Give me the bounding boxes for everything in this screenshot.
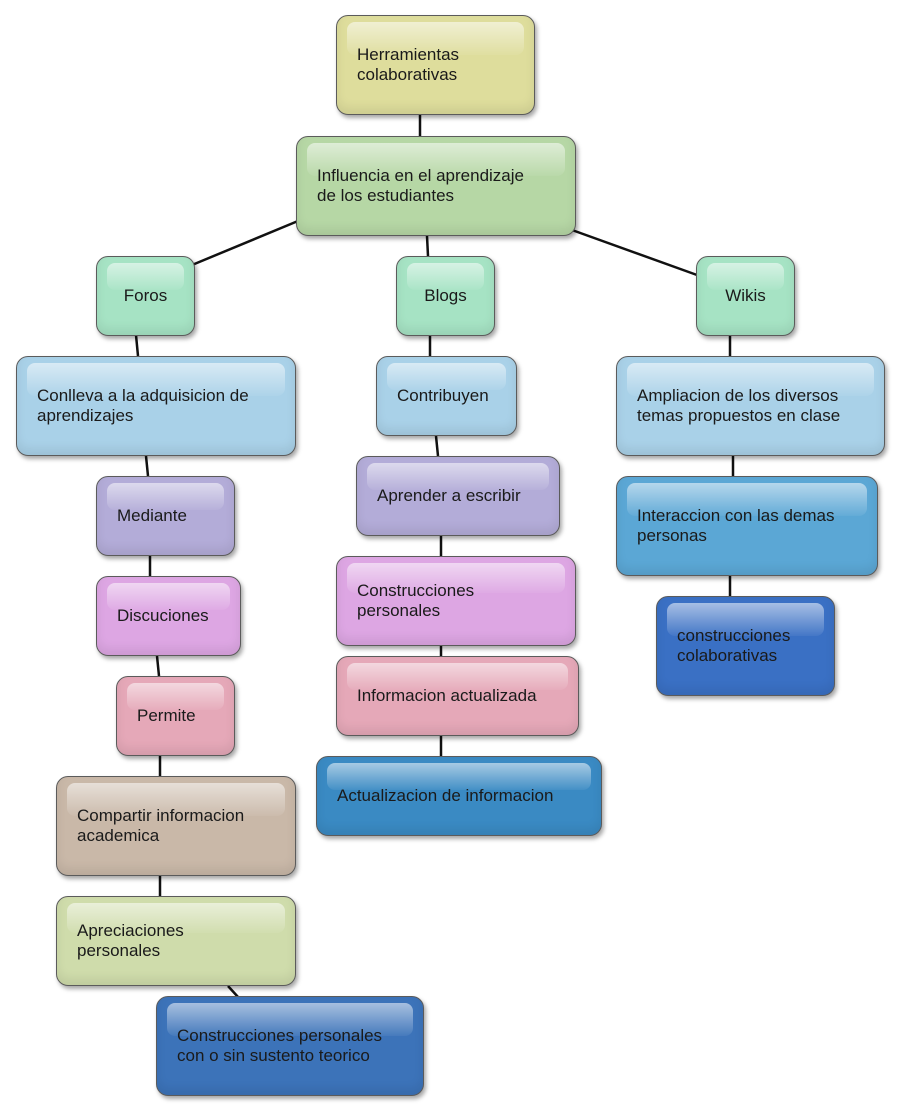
node-construcciones-personales: Construcciones personales [336,556,576,646]
node-conlleva: Conlleva a la adquisicion de aprendizaje… [16,356,296,456]
node-foros: Foros [96,256,195,336]
node-permite: Permite [116,676,235,756]
node-influencia-aprendizaje: Influencia en el aprendizaje de los estu… [296,136,576,236]
node-interaccion-personas: Interaccion con las demas personas [616,476,878,576]
connector-apreciaciones-construcciones [227,985,239,998]
connector-contribuyen-aprender [434,435,440,457]
node-construcciones-sustento-teorico: Construcciones personales con o sin sust… [156,996,424,1096]
node-wikis: Wikis [696,256,795,336]
node-blogs: Blogs [396,256,495,336]
connector-influencia-blogs [425,235,430,257]
connector-foros-conlleva [134,334,140,357]
node-ampliacion-temas: Ampliacion de los diversos temas propues… [616,356,885,456]
node-informacion-actualizada: Informacion actualizada [336,656,579,736]
node-apreciaciones-personales: Apreciaciones personales [56,896,296,986]
node-actualizacion-informacion: Actualizacion de informacion [316,756,602,836]
node-construcciones-colaborativas: construcciones colaborativas [656,596,835,696]
connector-influencia-wikis [571,228,698,277]
node-aprender-escribir: Aprender a escribir [356,456,560,536]
node-contribuyen: Contribuyen [376,356,517,436]
node-mediante: Mediante [96,476,235,556]
node-discuciones: Discuciones [96,576,241,656]
connector-discuciones-permite [155,655,161,677]
node-herramientas-colaborativas: Herramientas colaborativas [336,15,535,115]
connector-influencia-foros [191,219,299,267]
node-compartir-informacion: Compartir informacion academica [56,776,296,876]
connector-conlleva-mediante [144,455,150,477]
